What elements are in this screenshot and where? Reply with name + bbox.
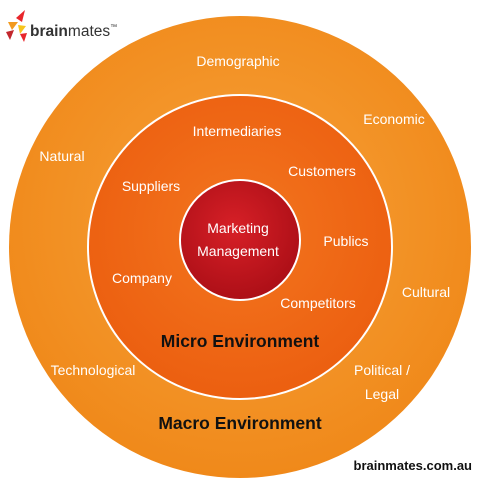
label-economic: Economic	[363, 111, 424, 127]
brainmates-logo-icon	[6, 10, 27, 42]
label-political-line1: Political /	[354, 362, 410, 378]
label-competitors: Competitors	[280, 295, 355, 311]
marketing-management-circle	[179, 179, 301, 301]
label-technological: Technological	[51, 362, 136, 378]
label-natural: Natural	[39, 148, 84, 164]
label-publics: Publics	[323, 233, 368, 249]
macro-environment-title: Macro Environment	[158, 413, 322, 433]
brand-name: brainmates™	[30, 23, 117, 40]
label-political-line2: Legal	[365, 386, 399, 402]
label-intermediaries: Intermediaries	[193, 123, 282, 139]
center-label-line2: Management	[197, 243, 279, 259]
footer-url: brainmates.com.au	[354, 458, 473, 473]
center-label-line1: Marketing	[207, 220, 268, 236]
label-company: Company	[112, 270, 172, 286]
brainmates-logo: brainmates™	[6, 10, 117, 42]
label-suppliers: Suppliers	[122, 178, 180, 194]
micro-environment-title: Micro Environment	[161, 331, 320, 351]
label-demographic: Demographic	[196, 53, 279, 69]
label-cultural: Cultural	[402, 284, 450, 300]
label-customers: Customers	[288, 163, 356, 179]
